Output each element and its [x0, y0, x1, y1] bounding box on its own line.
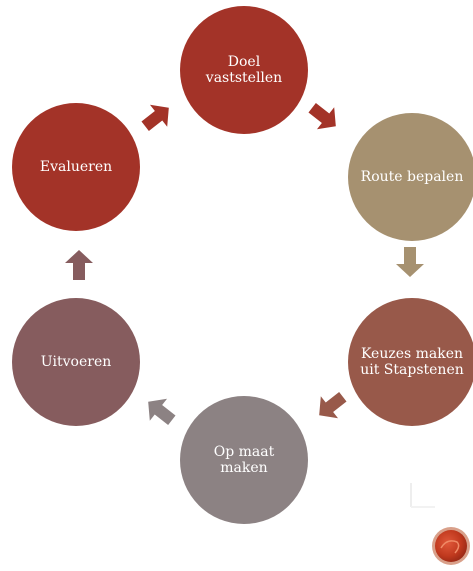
node-label-uitvoeren: Uitvoeren	[40, 354, 112, 370]
node-label-route-bepalen: Route bepalen	[360, 169, 464, 185]
arrow-up-right-icon	[141, 104, 169, 131]
node-doel-vaststellen: Doel vaststellen	[180, 6, 308, 134]
node-label-op-maat-maken: Op maat maken	[213, 444, 275, 476]
arrow-up-left-icon	[148, 398, 176, 425]
red-orb-logo-icon	[432, 527, 470, 565]
node-op-maat-maken: Op maat maken	[180, 396, 308, 524]
node-uitvoeren: Uitvoeren	[12, 298, 140, 426]
node-keuzes-maken: Keuzes maken uit Stapstenen	[348, 298, 473, 426]
node-label-evalueren: Evalueren	[39, 159, 113, 175]
arrow-up-icon	[65, 250, 93, 280]
arrow-down-right-icon	[308, 103, 336, 130]
arrow-down-left-icon	[319, 392, 347, 419]
node-label-doel-vaststellen: Doel vaststellen	[205, 54, 283, 86]
node-evalueren: Evalueren	[12, 103, 140, 231]
node-route-bepalen: Route bepalen	[348, 113, 473, 241]
arrow-down-icon	[396, 247, 424, 277]
faint-decoration	[410, 483, 435, 508]
node-label-keuzes-maken: Keuzes maken uit Stapstenen	[360, 346, 464, 378]
